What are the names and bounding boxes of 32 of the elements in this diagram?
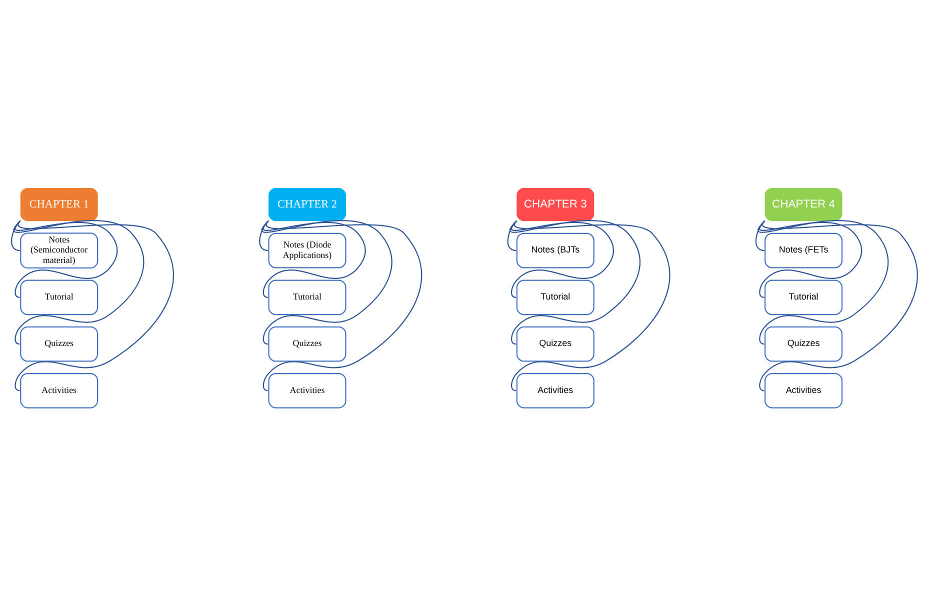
node-box: CHAPTER 3	[516, 188, 594, 222]
node-box: Activities	[764, 372, 843, 408]
node-box: Quizzes	[268, 326, 346, 362]
node-box: Quizzes	[764, 326, 843, 362]
node-box: Tutorial	[20, 280, 98, 316]
node-box: Activities	[20, 372, 98, 408]
connector	[511, 220, 614, 298]
connector	[262, 220, 392, 345]
connector	[14, 220, 174, 392]
node-box: CHAPTER 4	[764, 188, 842, 222]
node-box: Quizzes	[516, 326, 594, 362]
node-box: Tutorial	[764, 280, 843, 316]
connector	[759, 220, 862, 298]
node-box: CHAPTER 1	[20, 188, 98, 222]
node-box: Quizzes	[20, 326, 98, 362]
connector	[510, 220, 640, 345]
connector	[262, 220, 366, 298]
connector	[14, 220, 144, 345]
node-box: Activities	[516, 372, 594, 408]
node-box: Notes (Semiconductor material)	[20, 232, 98, 269]
node-box: Activities	[268, 372, 346, 408]
node-box: CHAPTER 2	[268, 188, 346, 222]
connector	[758, 220, 888, 345]
connector	[759, 220, 918, 392]
node-box: Notes (BJTs	[516, 232, 594, 268]
node-box: Tutorial	[268, 280, 346, 316]
connector	[14, 220, 118, 298]
node-box: Notes (Diode Applications)	[268, 232, 346, 268]
node-box: Tutorial	[516, 280, 594, 316]
connector	[262, 220, 422, 392]
connector	[511, 220, 670, 392]
node-box: Notes (FETs	[764, 232, 843, 268]
